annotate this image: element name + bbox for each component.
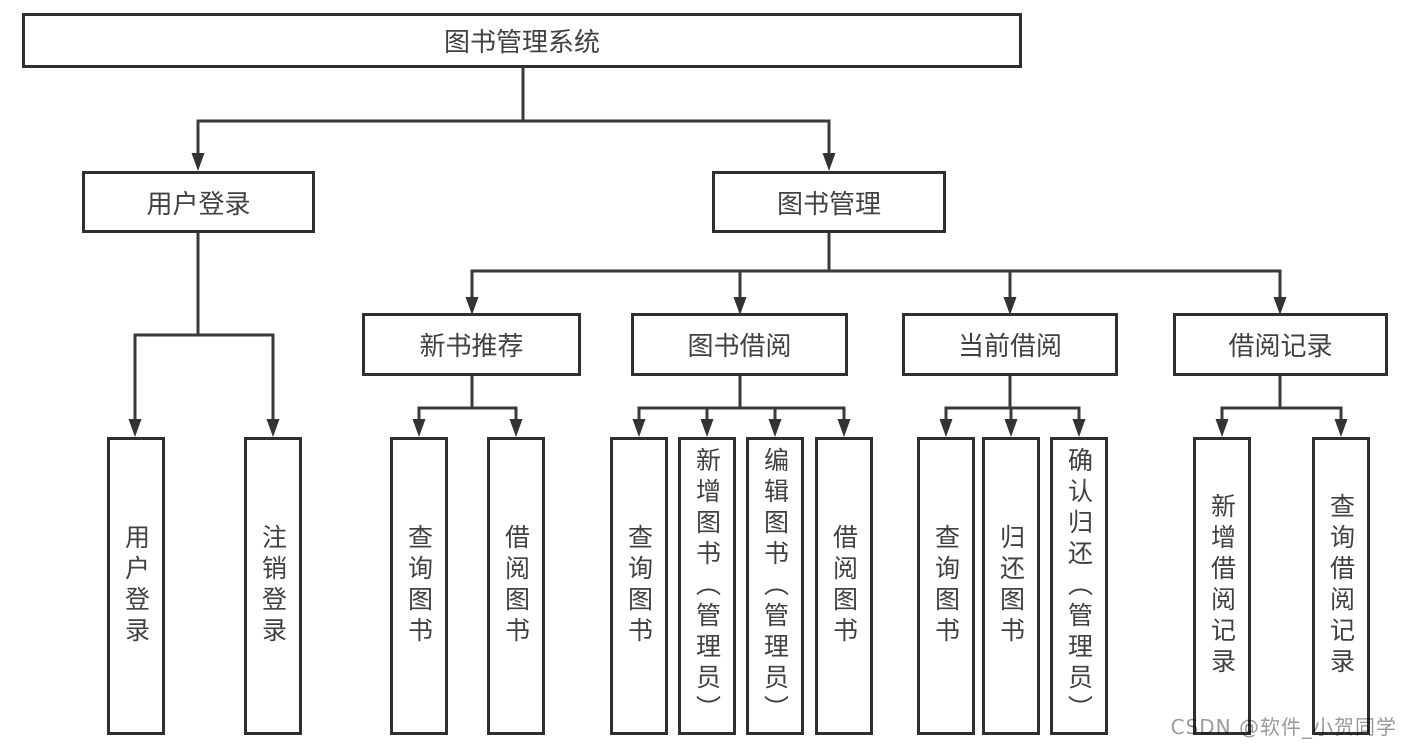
node-label: 图书管理系统 [443, 28, 600, 58]
leaf-edit-book-admin: 编辑图书（管理员） [746, 437, 804, 735]
node-borrowing-records: 借阅记录 [1173, 313, 1388, 376]
leaf-query-books-current: 查询图书 [917, 437, 975, 735]
node-library-management-system: 图书管理系统 [22, 13, 1022, 68]
node-book-borrowing: 图书借阅 [631, 313, 848, 376]
node-label: 新增图书（管理员） [692, 446, 722, 726]
node-label: 图书借阅 [687, 332, 792, 362]
node-new-book-recommendation: 新书推荐 [362, 313, 581, 376]
leaf-confirm-return-admin: 确认归还（管理员） [1050, 437, 1108, 735]
node-label: 查询借阅记录 [1326, 493, 1356, 679]
node-label: 新书推荐 [419, 332, 524, 362]
node-label: 注销登录 [258, 524, 288, 648]
node-label: 查询图书 [404, 524, 434, 648]
leaf-query-books-recommend: 查询图书 [390, 437, 448, 735]
node-label: 图书管理 [776, 189, 881, 220]
node-label: 借阅图书 [501, 524, 531, 648]
leaf-logout: 注销登录 [244, 437, 302, 735]
node-label: 查询图书 [624, 524, 654, 648]
node-label: 借阅图书 [829, 524, 859, 648]
connector-user-login-to-leaves [128, 233, 280, 437]
node-current-borrowing: 当前借阅 [902, 313, 1118, 376]
node-label: 当前借阅 [957, 332, 1062, 362]
node-label: 查询图书 [931, 524, 961, 648]
connector-root-to-level2 [191, 68, 836, 171]
leaf-borrow-books-recommend: 借阅图书 [487, 437, 545, 735]
node-label: 新增借阅记录 [1207, 493, 1237, 679]
node-label: 用户登录 [121, 524, 151, 648]
node-label: 归还图书 [996, 524, 1026, 648]
node-label: 确认归还（管理员） [1064, 446, 1094, 726]
connector-book-borrow-to-leaves [632, 376, 851, 437]
node-book-management: 图书管理 [712, 171, 946, 233]
leaf-add-book-admin: 新增图书（管理员） [678, 437, 736, 735]
leaf-query-books-borrow: 查询图书 [610, 437, 668, 735]
leaf-return-book: 归还图书 [982, 437, 1040, 735]
leaf-add-borrow-record: 新增借阅记录 [1193, 437, 1251, 735]
node-label: 用户登录 [146, 189, 251, 220]
node-user-login: 用户登录 [82, 171, 315, 233]
leaf-borrow-books: 借阅图书 [815, 437, 873, 735]
connector-book-mgmt-to-level3 [465, 233, 1287, 315]
node-label: 借阅记录 [1228, 332, 1333, 362]
leaf-user-login: 用户登录 [107, 437, 165, 735]
watermark: CSDN @软件_小贺同学 [1170, 715, 1397, 739]
connector-current-borrow-to-leaves [939, 376, 1086, 437]
node-label: 编辑图书（管理员） [760, 446, 790, 726]
leaf-query-borrow-record: 查询借阅记录 [1312, 437, 1370, 735]
connector-new-book-rec-to-leaves [412, 376, 523, 437]
connector-borrow-records-to-leaves [1215, 376, 1348, 437]
